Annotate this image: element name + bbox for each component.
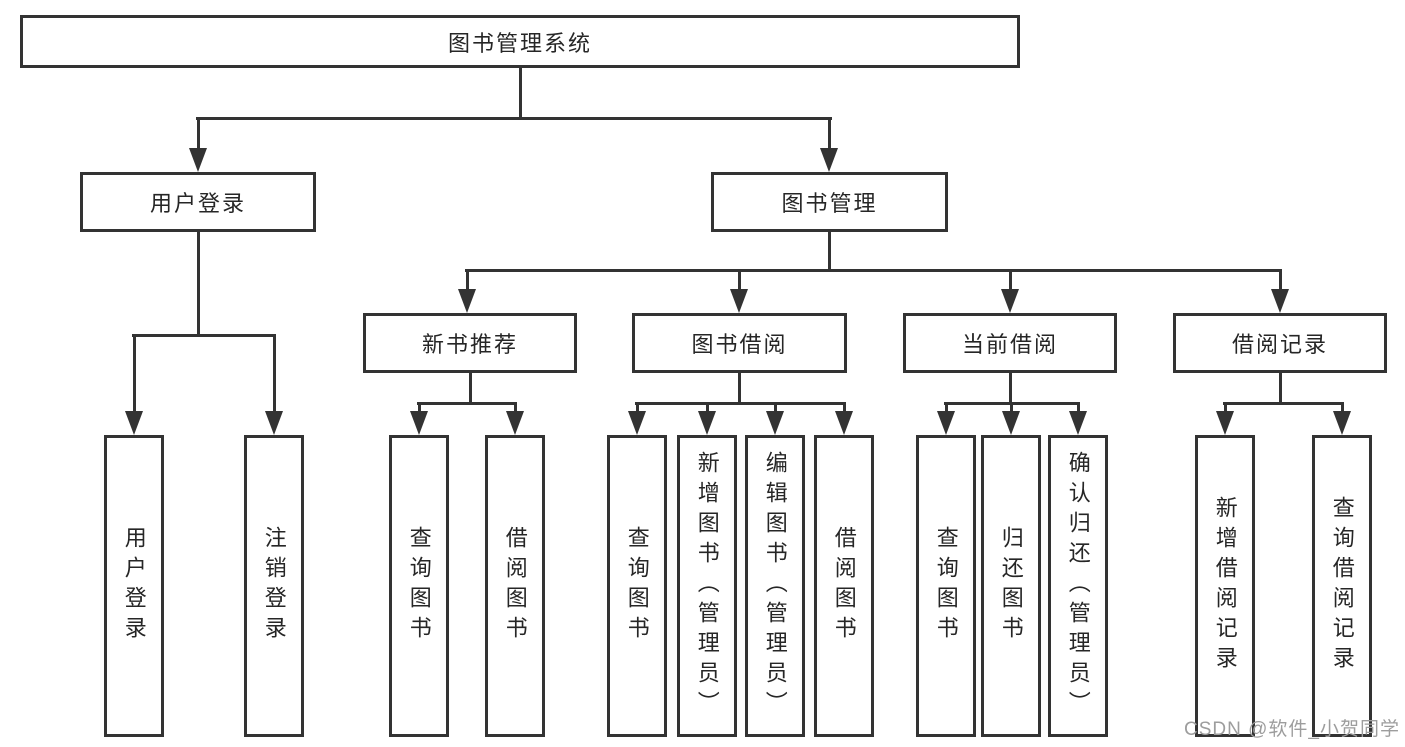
arrow-down-icon bbox=[1002, 411, 1020, 435]
arrow-down-icon bbox=[189, 148, 207, 172]
arrow-down-icon bbox=[410, 411, 428, 435]
arrow-down-icon bbox=[506, 411, 524, 435]
connector-line bbox=[513, 403, 517, 413]
leaf-add-borrowing-record: 新增借阅记录 bbox=[1195, 435, 1255, 737]
connector-line bbox=[737, 270, 741, 291]
node-new-book-recommendation: 新书推荐 bbox=[363, 313, 577, 373]
node-label: 用户登录 bbox=[121, 526, 147, 646]
arrow-down-icon bbox=[1069, 411, 1087, 435]
node-label: 查询图书 bbox=[933, 526, 959, 646]
node-label: 查询图书 bbox=[624, 526, 650, 646]
node-label: 查询图书 bbox=[406, 526, 432, 646]
connector-line bbox=[827, 118, 831, 150]
arrow-down-icon bbox=[1001, 289, 1019, 313]
node-label: 归还图书 bbox=[998, 526, 1024, 646]
arrow-down-icon bbox=[1333, 411, 1351, 435]
connector-line bbox=[842, 403, 846, 413]
node-label: 借阅记录 bbox=[1231, 332, 1328, 357]
connector-line bbox=[635, 403, 639, 413]
connector-line bbox=[417, 403, 421, 413]
node-label: 当前借阅 bbox=[961, 332, 1058, 357]
arrow-down-icon bbox=[835, 411, 853, 435]
node-label: 新书推荐 bbox=[421, 332, 518, 357]
arrow-down-icon bbox=[628, 411, 646, 435]
connector-line bbox=[272, 335, 276, 413]
node-borrowing-records: 借阅记录 bbox=[1173, 313, 1387, 373]
connector-line bbox=[1278, 373, 1282, 404]
node-user-login: 用户登录 bbox=[80, 172, 316, 232]
node-book-management: 图书管理 bbox=[711, 172, 948, 232]
csdn-watermark: CSDN @软件_小贺同学 bbox=[1184, 719, 1400, 740]
arrow-down-icon bbox=[125, 411, 143, 435]
node-library-system: 图书管理系统 bbox=[20, 15, 1020, 68]
connector-line bbox=[1340, 403, 1344, 413]
node-book-borrowing: 图书借阅 bbox=[632, 313, 847, 373]
arrow-down-icon bbox=[1216, 411, 1234, 435]
arrow-down-icon bbox=[766, 411, 784, 435]
connector-line bbox=[635, 401, 846, 405]
connector-line bbox=[1008, 373, 1012, 404]
node-label: 借阅图书 bbox=[831, 526, 857, 646]
arrow-down-icon bbox=[820, 148, 838, 172]
connector-line bbox=[132, 335, 136, 413]
arrow-down-icon bbox=[730, 289, 748, 313]
node-label: 借阅图书 bbox=[502, 526, 528, 646]
connector-line bbox=[1008, 270, 1012, 291]
leaf-confirm-return-admin: 确认归还（管理员） bbox=[1048, 435, 1108, 737]
node-label: 新增借阅记录 bbox=[1212, 496, 1238, 676]
connector-line bbox=[1009, 403, 1013, 413]
connector-line bbox=[1223, 403, 1227, 413]
arrow-down-icon bbox=[1271, 289, 1289, 313]
node-label: 图书管理系统 bbox=[447, 30, 592, 56]
leaf-query-books-current: 查询图书 bbox=[916, 435, 976, 737]
leaf-return-book: 归还图书 bbox=[981, 435, 1041, 737]
leaf-borrow-books-recommend: 借阅图书 bbox=[485, 435, 545, 737]
node-label: 编辑图书（管理员） bbox=[762, 451, 788, 721]
connector-line bbox=[196, 116, 832, 120]
connector-line bbox=[827, 232, 831, 271]
connector-line bbox=[465, 270, 469, 291]
node-label: 新增图书（管理员） bbox=[694, 451, 720, 721]
connector-line bbox=[417, 401, 517, 405]
connector-line bbox=[944, 403, 948, 413]
connector-line bbox=[468, 373, 472, 404]
arrow-down-icon bbox=[458, 289, 476, 313]
leaf-edit-book-admin: 编辑图书（管理员） bbox=[745, 435, 805, 737]
connector-line bbox=[1076, 403, 1080, 413]
node-label: 查询借阅记录 bbox=[1329, 496, 1355, 676]
connector-line bbox=[196, 118, 200, 150]
leaf-user-login: 用户登录 bbox=[104, 435, 164, 737]
node-current-borrowing: 当前借阅 bbox=[903, 313, 1117, 373]
connector-line bbox=[773, 403, 777, 413]
arrow-down-icon bbox=[698, 411, 716, 435]
node-label: 图书借阅 bbox=[691, 332, 788, 357]
node-label: 确认归还（管理员） bbox=[1065, 451, 1091, 721]
connector-line bbox=[1278, 270, 1282, 291]
leaf-query-books-borrowing: 查询图书 bbox=[607, 435, 667, 737]
leaf-query-borrowing-record: 查询借阅记录 bbox=[1312, 435, 1372, 737]
node-label: 注销登录 bbox=[261, 526, 287, 646]
arrow-down-icon bbox=[265, 411, 283, 435]
connector-line bbox=[465, 268, 1282, 272]
leaf-logout: 注销登录 bbox=[244, 435, 304, 737]
leaf-query-books-recommend: 查询图书 bbox=[389, 435, 449, 737]
node-label: 用户登录 bbox=[149, 191, 246, 216]
arrow-down-icon bbox=[937, 411, 955, 435]
leaf-add-book-admin: 新增图书（管理员） bbox=[677, 435, 737, 737]
connector-line bbox=[705, 403, 709, 413]
connector-line bbox=[737, 373, 741, 404]
leaf-borrow-books-borrowing: 借阅图书 bbox=[814, 435, 874, 737]
connector-line bbox=[518, 68, 522, 119]
node-label: 图书管理 bbox=[781, 191, 878, 216]
connector-line bbox=[132, 333, 276, 337]
connector-line bbox=[196, 232, 200, 336]
connector-line bbox=[1223, 401, 1344, 405]
